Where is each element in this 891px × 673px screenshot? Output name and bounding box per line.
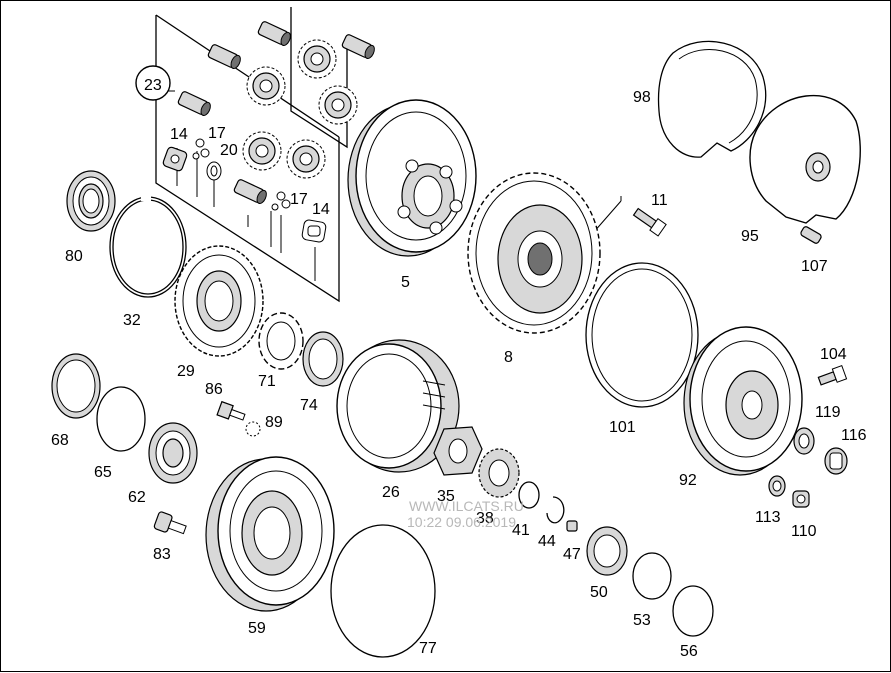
callout-104: 104 bbox=[820, 346, 847, 363]
callout-83: 83 bbox=[153, 546, 171, 563]
callout-98: 98 bbox=[633, 89, 651, 106]
callout-74: 74 bbox=[300, 397, 318, 414]
callout-8: 8 bbox=[504, 349, 513, 366]
callout-11: 11 bbox=[651, 192, 668, 209]
callout-71: 71 bbox=[258, 373, 276, 390]
callout-17-top: 17 bbox=[208, 125, 226, 142]
callout-50: 50 bbox=[590, 584, 608, 601]
callout-62: 62 bbox=[128, 489, 146, 506]
callout-95: 95 bbox=[741, 228, 759, 245]
callout-68: 68 bbox=[51, 432, 69, 449]
callout-116: 116 bbox=[841, 427, 867, 444]
callout-101: 101 bbox=[609, 419, 636, 436]
callout-56: 56 bbox=[680, 643, 698, 660]
gasket-101 bbox=[585, 262, 699, 408]
callout-47: 47 bbox=[563, 546, 581, 563]
callout-41: 41 bbox=[512, 522, 530, 539]
gasket-98 bbox=[657, 40, 767, 158]
seals-lower-left bbox=[51, 353, 198, 484]
callout-circle-23 bbox=[135, 65, 171, 101]
callout-26: 26 bbox=[382, 484, 400, 501]
bearing-80 bbox=[66, 170, 116, 232]
o-ring-77 bbox=[330, 524, 436, 658]
small-washers bbox=[162, 138, 327, 243]
callout-14-top: 14 bbox=[170, 126, 188, 143]
callout-107: 107 bbox=[801, 258, 828, 275]
callout-65: 65 bbox=[94, 464, 112, 481]
callout-14-bottom: 14 bbox=[312, 201, 330, 218]
callout-29: 29 bbox=[177, 363, 195, 380]
callout-92: 92 bbox=[679, 472, 697, 489]
callout-86: 86 bbox=[205, 381, 223, 398]
fasteners-right bbox=[768, 364, 848, 508]
callout-38: 38 bbox=[476, 510, 494, 527]
planet-pins bbox=[177, 21, 375, 204]
callout-110: 110 bbox=[791, 523, 817, 540]
callout-89: 89 bbox=[265, 414, 283, 431]
callout-23: 23 bbox=[144, 77, 162, 94]
seals-lower-right bbox=[586, 526, 714, 637]
callout-17-bottom: 17 bbox=[290, 191, 308, 208]
callout-59: 59 bbox=[248, 620, 266, 637]
drum-26 bbox=[336, 339, 460, 473]
callout-53: 53 bbox=[633, 612, 651, 629]
split-ring-74 bbox=[302, 331, 344, 387]
bolt-107 bbox=[800, 226, 822, 244]
flange-59 bbox=[205, 456, 335, 612]
hub-29 bbox=[174, 245, 264, 357]
callout-labels: 23 14 17 20 17 14 5 11 98 95 107 80 32 2… bbox=[51, 77, 867, 660]
lock-plate-71 bbox=[258, 312, 304, 370]
watermark-site: WWW.ILCATS.RU bbox=[409, 498, 524, 514]
callout-113: 113 bbox=[755, 509, 781, 526]
watermark-timestamp: 10:22 09.06.2019 bbox=[407, 514, 516, 530]
watermark: WWW.ILCATS.RU 10:22 09.06.2019 bbox=[407, 498, 524, 530]
clutch-housing-8 bbox=[467, 172, 601, 334]
nut-35 bbox=[433, 426, 483, 476]
housing-92 bbox=[683, 326, 803, 476]
callout-35: 35 bbox=[437, 488, 455, 505]
callout-77: 77 bbox=[419, 640, 437, 657]
callout-20: 20 bbox=[220, 142, 238, 159]
snap-ring-32 bbox=[109, 193, 187, 298]
cover-95 bbox=[749, 94, 861, 224]
planet-gears bbox=[242, 39, 358, 179]
callout-32: 32 bbox=[123, 312, 141, 329]
callout-119: 119 bbox=[815, 404, 841, 421]
callout-44: 44 bbox=[538, 533, 556, 550]
callout-80: 80 bbox=[65, 248, 83, 265]
gear-38 bbox=[478, 448, 520, 498]
bolts-left bbox=[153, 400, 261, 535]
small-rings bbox=[518, 481, 578, 532]
callout-5: 5 bbox=[401, 274, 410, 291]
carrier-5 bbox=[347, 99, 477, 257]
